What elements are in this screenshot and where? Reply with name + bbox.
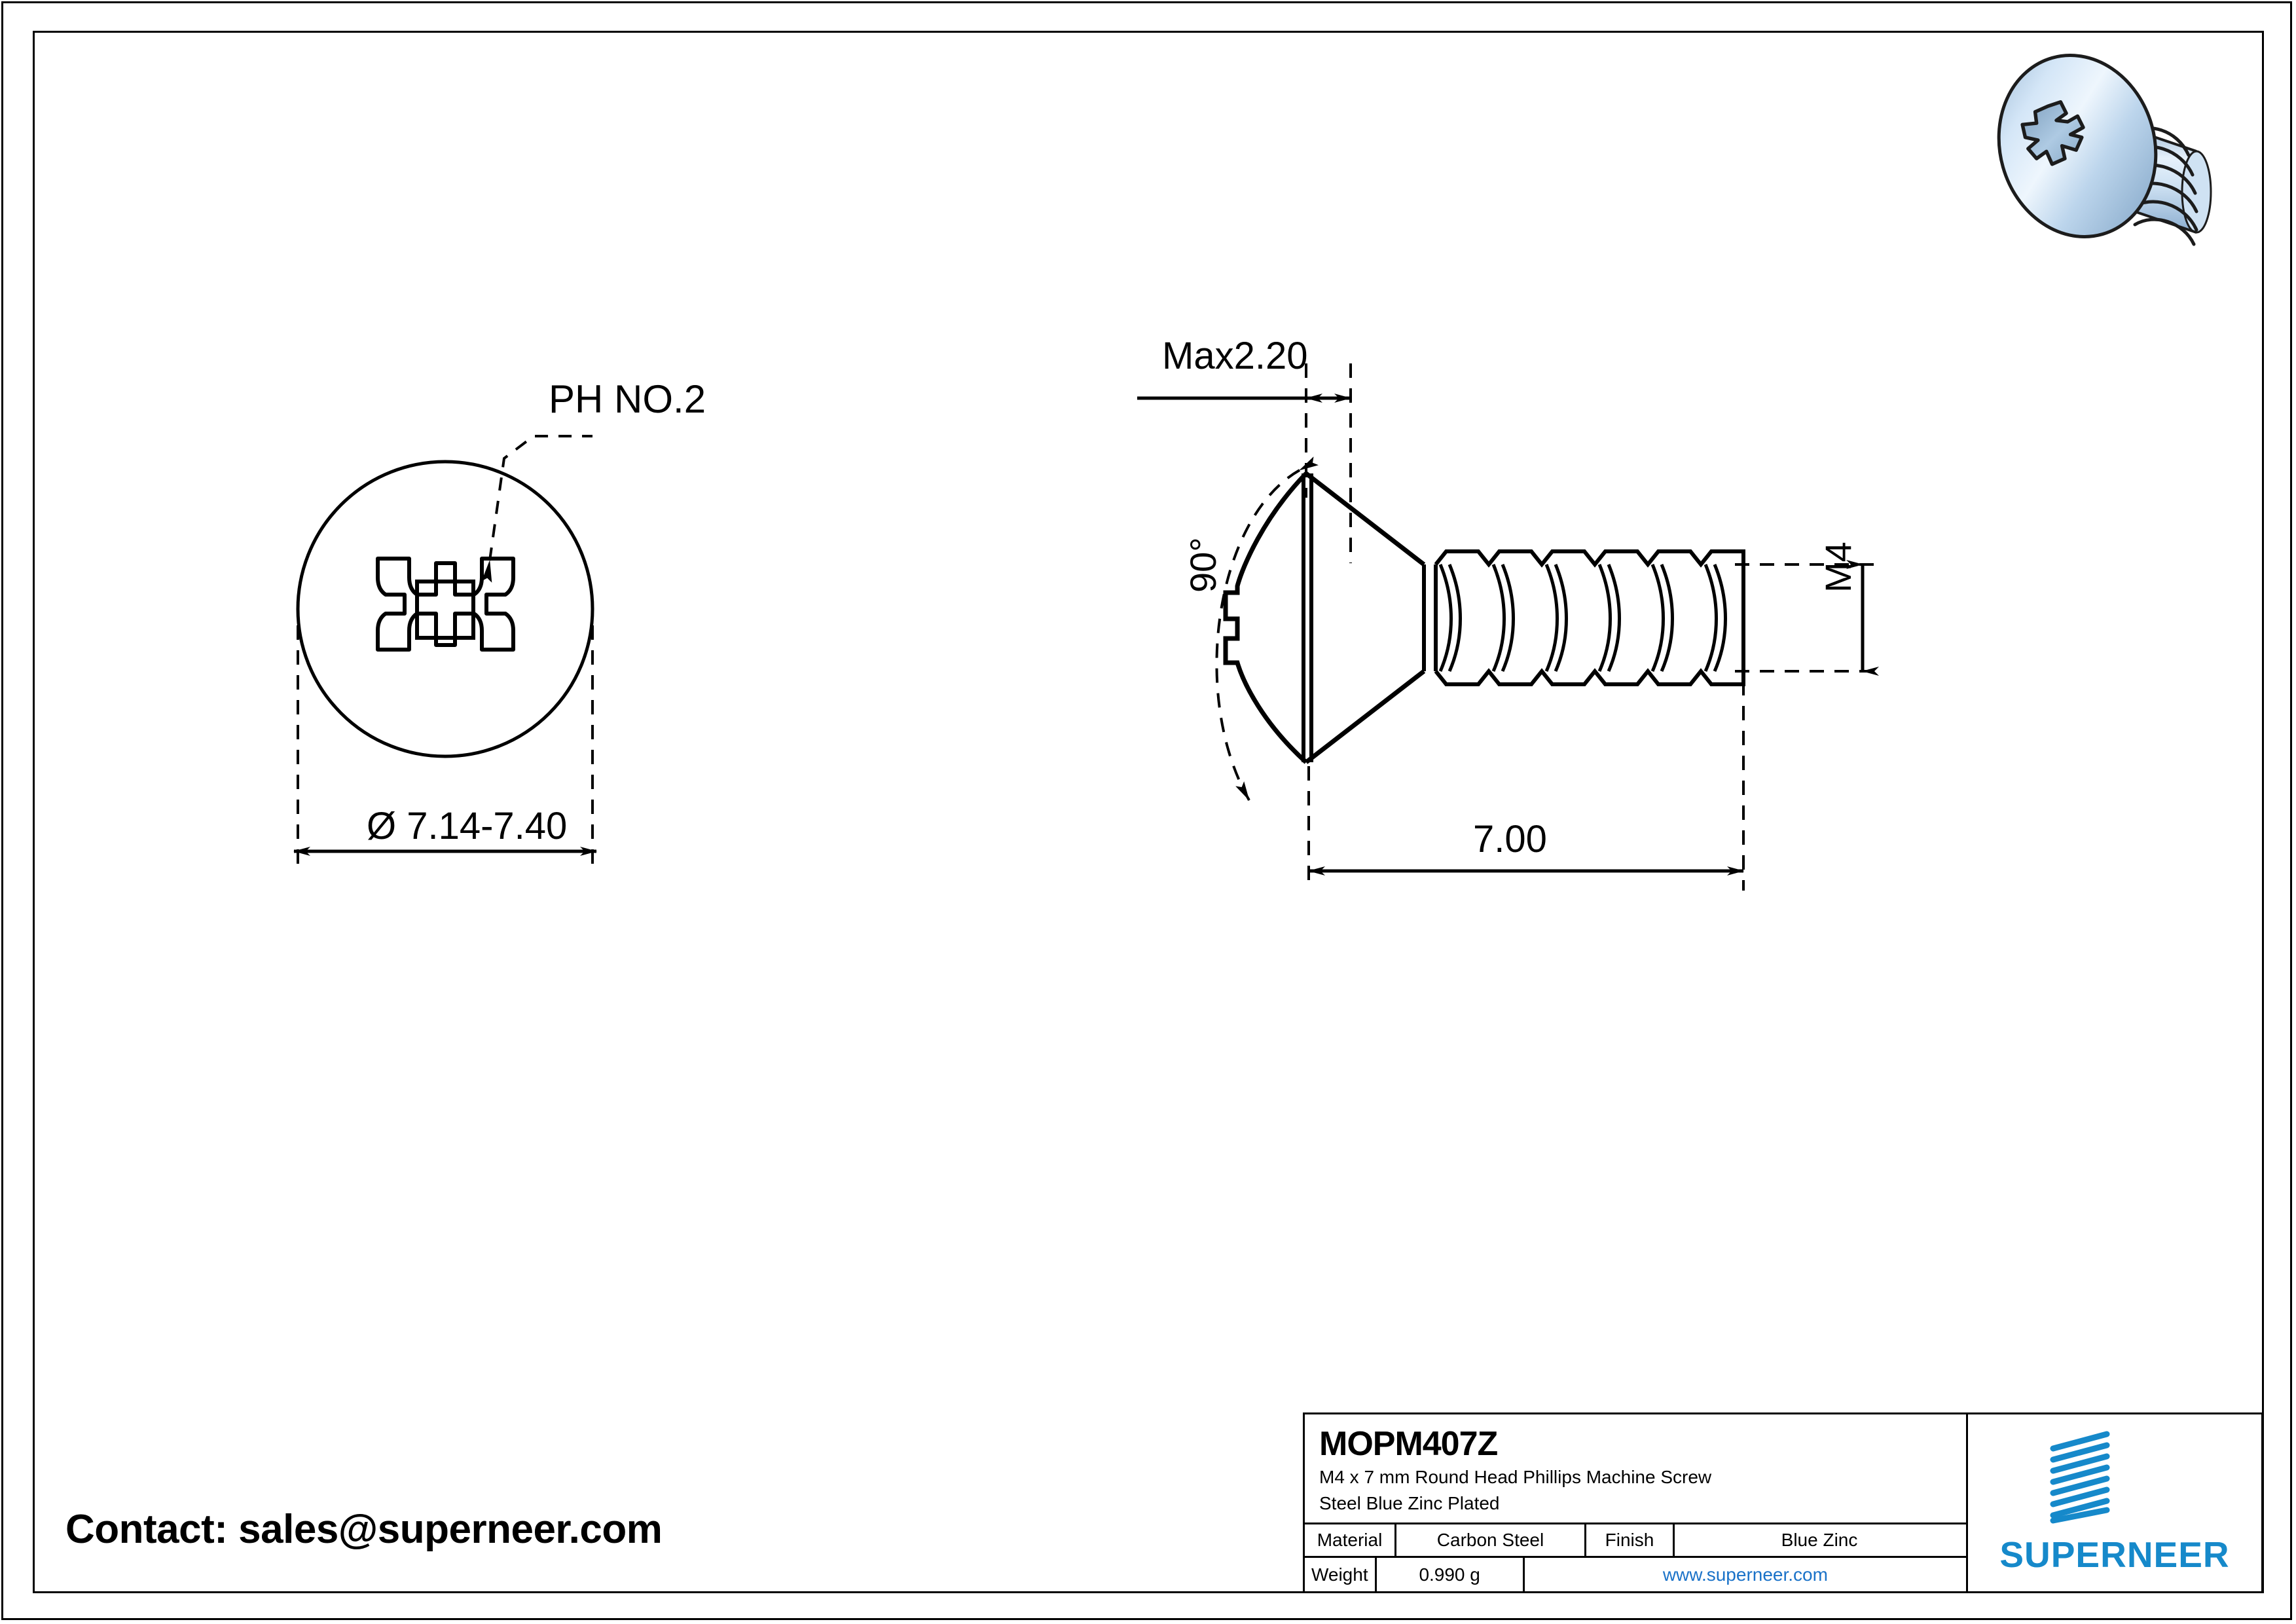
head-height-dimension-label: Max2.20 — [1162, 335, 1308, 377]
phillips-recess-inner-square — [415, 580, 475, 640]
recess-callout-leader — [481, 435, 592, 583]
finish-label: Finish — [1586, 1524, 1675, 1556]
diameter-extension-lines — [297, 625, 594, 871]
head-outline-circle — [296, 460, 594, 758]
weight-value: 0.990 g — [1377, 1558, 1525, 1591]
description-line-1: M4 x 7 mm Round Head Phillips Machine Sc… — [1319, 1467, 1712, 1487]
render-phillips-recess — [2020, 100, 2085, 166]
sheet-inner-border — [33, 31, 2264, 1593]
thread-size-dimension-label: M4 — [1817, 542, 1859, 593]
weight-label: Weight — [1305, 1558, 1377, 1591]
part-number: MOPM407Z — [1319, 1425, 1498, 1463]
length-dimension — [1307, 681, 1745, 891]
finish-value: Blue Zinc — [1781, 1530, 1858, 1550]
threaded-shank — [1434, 549, 1745, 686]
superneer-logo-icon — [2050, 1431, 2110, 1524]
title-block: MOPM407Z M4 x 7 mm Round Head Phillips M… — [1303, 1412, 2263, 1593]
title-block-info: MOPM407Z M4 x 7 mm Round Head Phillips M… — [1305, 1414, 1968, 1591]
screw-head-profile — [1223, 471, 1426, 764]
description-line-2: Steel Blue Zinc Plated — [1319, 1493, 1500, 1513]
website-cell[interactable]: www.superneer.com — [1525, 1558, 1966, 1591]
head-angle-dimension-label: 90° — [1182, 537, 1224, 593]
screw-3d-render — [1997, 54, 2212, 246]
title-block-logo-cell: SUPERNEER — [1968, 1414, 2261, 1591]
material-value: Carbon Steel — [1396, 1524, 1586, 1556]
shank-root — [1422, 564, 1438, 671]
website-link[interactable]: www.superneer.com — [1662, 1564, 1828, 1585]
title-block-weight-row: Weight 0.990 g www.superneer.com — [1305, 1558, 1966, 1591]
recess-callout-label: PH NO.2 — [549, 377, 706, 421]
side-view-screw — [1137, 363, 1879, 891]
length-dimension-label: 7.00 — [1473, 818, 1547, 860]
thread-size-dimension — [1735, 560, 1879, 676]
diameter-dimension-label: Ø 7.14-7.40 — [367, 805, 568, 847]
superneer-wordmark: SUPERNEER — [1999, 1534, 2230, 1575]
render-head — [1997, 54, 2158, 238]
contact-email-line: Contact: sales@superneer.com — [65, 1507, 663, 1552]
title-block-material-row: Material Carbon Steel Finish Blue Zinc — [1305, 1524, 1966, 1558]
material-label: Material — [1305, 1524, 1396, 1556]
title-block-description: MOPM407Z M4 x 7 mm Round Head Phillips M… — [1305, 1414, 1966, 1524]
head-angle-dimension — [1215, 456, 1319, 801]
top-view-screw-head — [293, 435, 597, 871]
